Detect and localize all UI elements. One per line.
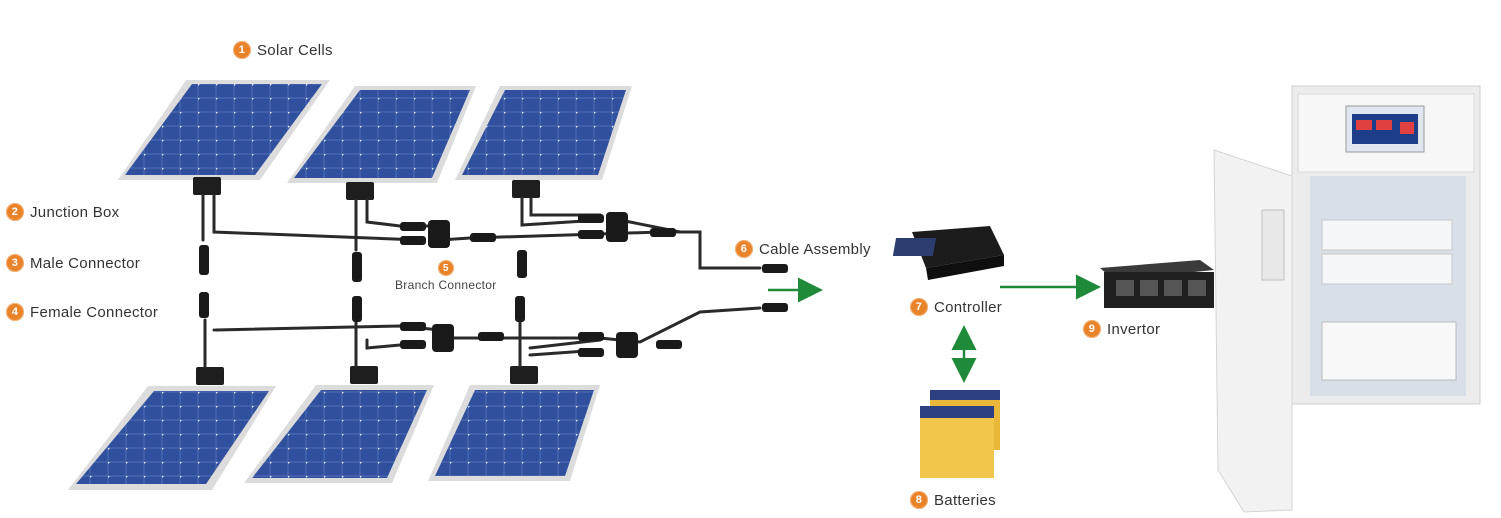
label-text: Batteries — [934, 491, 996, 509]
label-controller: 7 Controller — [910, 298, 1002, 316]
label-branch-connector: 5 Branch Connector — [395, 260, 497, 292]
badge-number-icon: 9 — [1083, 320, 1101, 338]
solar-panel-bottom-2 — [244, 385, 434, 483]
solar-panel-bottom-1 — [68, 386, 276, 490]
badge-number-icon: 3 — [6, 254, 24, 272]
label-text: Male Connector — [30, 254, 141, 272]
badge-number-icon: 4 — [6, 303, 24, 321]
junction-boxes — [193, 177, 540, 385]
badge-number-icon: 1 — [233, 41, 251, 59]
label-text: Female Connector — [30, 303, 159, 321]
label-text: Controller — [934, 298, 1003, 316]
label-junction-box: 2 Junction Box — [6, 203, 119, 221]
label-text: Solar Cells — [257, 41, 333, 59]
label-female-connector: 4 Female Connector — [6, 303, 158, 321]
badge-number-icon: 5 — [437, 260, 454, 276]
batteries-device — [920, 390, 1000, 478]
incubator-cabinet — [1213, 85, 1481, 513]
badge-number-icon: 7 — [910, 298, 928, 316]
solar-panel-top-1 — [118, 80, 330, 180]
badge-number-icon: 2 — [6, 203, 24, 221]
label-text: Invertor — [1107, 320, 1161, 338]
label-text: Cable Assembly — [759, 240, 871, 258]
controller-device — [892, 226, 1004, 280]
badge-number-icon: 8 — [910, 491, 928, 509]
label-solar-cells: 1 Solar Cells — [233, 41, 333, 59]
label-inverter: 9 Invertor — [1083, 320, 1160, 338]
solar-panel-top-3 — [455, 86, 632, 180]
label-cable-assembly: 6 Cable Assembly — [735, 240, 871, 258]
label-text: Junction Box — [30, 203, 120, 221]
label-batteries: 8 Batteries — [910, 491, 996, 509]
solar-panel-bottom-3 — [428, 385, 600, 481]
solar-panel-top-2 — [287, 86, 476, 183]
connectors — [199, 212, 788, 358]
label-male-connector: 3 Male Connector — [6, 254, 140, 272]
label-text: Branch Connector — [395, 278, 497, 292]
inverter-device — [1100, 260, 1214, 308]
badge-number-icon: 6 — [735, 240, 753, 258]
